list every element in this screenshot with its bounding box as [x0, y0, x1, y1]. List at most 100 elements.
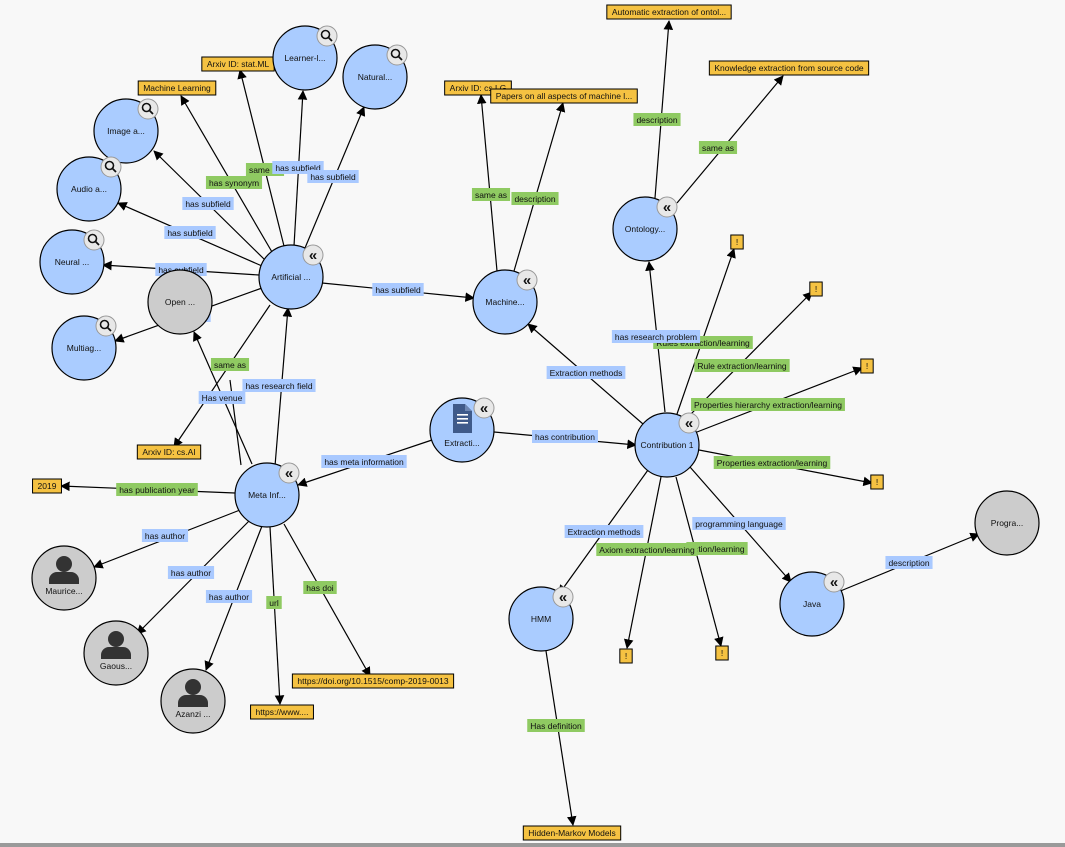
literal-text: ! — [736, 237, 738, 247]
node-ontology[interactable]: Ontology...« — [612, 196, 678, 262]
node-learner[interactable]: Learner-l... — [272, 25, 338, 91]
edge-ml-description — [513, 102, 566, 272]
edge-label-text: Has definition — [530, 721, 582, 731]
edge-label: description — [885, 556, 933, 569]
node-ml[interactable]: Machine...« — [472, 269, 538, 335]
node-hmm[interactable]: HMM« — [508, 586, 574, 652]
node-audio[interactable]: Audio a... — [56, 156, 122, 222]
edge-label: has research problem — [611, 330, 701, 343]
expand-icon[interactable]: « — [823, 571, 845, 593]
edge-label: Properties extraction/learning — [713, 456, 831, 469]
edge-label: has author — [205, 590, 253, 603]
node-gaous[interactable]: Gaous... — [83, 620, 149, 686]
node-extraction[interactable]: Extracti... « — [429, 397, 495, 463]
literal-box[interactable]: ! — [860, 358, 874, 374]
node-contribution[interactable]: Contribution 1« — [634, 412, 700, 478]
literal-box[interactable]: Papers on all aspects of machine l... — [490, 88, 638, 104]
node-java[interactable]: Java« — [779, 571, 845, 637]
literal-text: Arxiv ID: stat.ML — [207, 59, 270, 69]
search-icon[interactable] — [137, 98, 159, 120]
literal-box[interactable]: https://www.... — [250, 704, 314, 720]
edge-label: has doi — [303, 581, 337, 594]
node-label: Progra... — [991, 518, 1024, 528]
edge-label-text: has subfield — [310, 172, 356, 182]
literal-boxes: Automatic extraction of ontol... Knowledg… — [32, 4, 884, 841]
literal-box[interactable]: Automatic extraction of ontol... — [606, 4, 732, 20]
node-label: Learner-l... — [284, 53, 325, 63]
search-icon[interactable] — [100, 156, 122, 178]
edge-label: has author — [167, 566, 215, 579]
edge-label: Properties hierarchy extraction/learning — [691, 398, 845, 411]
literal-text: Automatic extraction of ontol... — [612, 7, 726, 17]
edge-label-text: Extraction methods — [568, 527, 641, 537]
expand-icon[interactable]: « — [302, 244, 324, 266]
search-icon[interactable] — [316, 25, 338, 47]
edge-label: Has venue — [198, 391, 246, 404]
edge-label-text: Axiom extraction/learning — [599, 545, 695, 555]
edge-label: has subfield — [164, 226, 216, 239]
expand-icon[interactable]: « — [516, 269, 538, 291]
node-multiag[interactable]: Multiag... — [51, 315, 117, 381]
literal-box[interactable]: Arxiv ID: cs.AI — [136, 444, 202, 460]
edge-label-text: description — [888, 558, 929, 568]
search-icon[interactable] — [386, 44, 408, 66]
expand-icon[interactable]: « — [552, 586, 574, 608]
expand-icon[interactable]: « — [678, 412, 700, 434]
node-label: Extracti... — [444, 438, 479, 448]
literal-box[interactable]: Arxiv ID: stat.ML — [201, 56, 275, 72]
edge-label-text: Rules extraction/learning — [656, 338, 750, 348]
literal-text: ! — [876, 477, 878, 487]
expand-icon[interactable]: « — [656, 196, 678, 218]
node-circle[interactable] — [147, 269, 213, 335]
literal-box[interactable]: ! — [730, 234, 744, 250]
node-neural[interactable]: Neural ... — [39, 229, 105, 295]
literal-text: ! — [866, 361, 868, 371]
node-label: Gaous... — [100, 661, 132, 671]
node-circle[interactable] — [974, 490, 1040, 556]
svg-text:«: « — [285, 465, 293, 482]
literal-box[interactable]: Machine Learning — [137, 80, 217, 96]
node-label: Azanzi ... — [176, 709, 211, 719]
edge-label-text: Properties extraction/learning — [717, 458, 828, 468]
edge-label-text: Properties hierarchy extraction/learning — [694, 400, 842, 410]
node-label: Open ... — [165, 297, 195, 307]
node-open[interactable]: Open ... — [147, 269, 213, 335]
literal-text: Papers on all aspects of machine l... — [496, 91, 633, 101]
literal-box[interactable]: ! — [715, 645, 729, 661]
literal-box[interactable]: ! — [809, 281, 823, 297]
node-natural[interactable]: Natural... — [342, 44, 408, 110]
literal-box[interactable]: ! — [870, 474, 884, 490]
edge-label-text: action/learning — [689, 544, 745, 554]
bottom-scrollbar[interactable] — [0, 843, 1065, 847]
node-progra[interactable]: Progra... — [974, 490, 1040, 556]
edge-label-text: has subfield — [375, 285, 421, 295]
edge-label: Has definition — [527, 719, 585, 732]
svg-text:«: « — [830, 574, 838, 591]
node-ai[interactable]: Artificial ...« — [258, 244, 324, 310]
node-azanzi[interactable]: Azanzi ... — [160, 668, 226, 734]
search-icon[interactable] — [83, 229, 105, 251]
edge-label: description — [633, 113, 681, 126]
edge-label-text: Rule extraction/learning — [697, 361, 787, 371]
search-icon[interactable] — [95, 315, 117, 337]
expand-icon[interactable]: « — [278, 462, 300, 484]
svg-text:«: « — [663, 199, 671, 216]
literal-box[interactable]: https://doi.org/10.1515/comp-2019-0013 — [291, 673, 455, 689]
literal-box[interactable]: ! — [619, 648, 633, 664]
literal-box[interactable]: Knowledge extraction from source code — [708, 60, 870, 76]
node-maurice[interactable]: Maurice... — [31, 545, 97, 611]
edge-label-text: programming language — [695, 519, 783, 529]
document-icon — [453, 404, 472, 433]
node-meta[interactable]: Meta Inf...« — [234, 462, 300, 528]
node-label: Multiag... — [67, 343, 102, 353]
node-label: Maurice... — [45, 586, 82, 596]
svg-text:«: « — [685, 415, 693, 432]
edge-label: same as — [471, 188, 511, 201]
literal-box[interactable]: Hidden-Markov Models — [522, 825, 622, 841]
node-image[interactable]: Image a... — [93, 98, 159, 164]
edge-label-text: same as — [249, 165, 281, 175]
literal-box[interactable]: 2019 — [32, 478, 62, 494]
edge-label-text: has research field — [245, 381, 312, 391]
expand-icon[interactable]: « — [473, 397, 495, 419]
